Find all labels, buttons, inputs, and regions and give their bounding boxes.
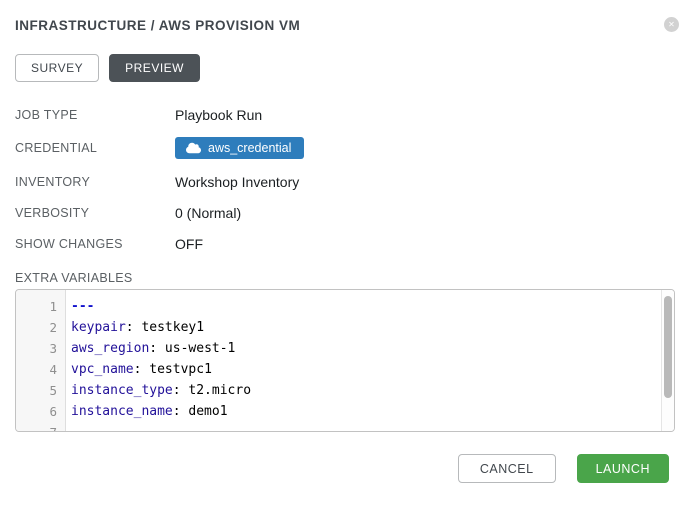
- tab-preview[interactable]: PREVIEW: [109, 54, 200, 82]
- code-line: keypair: testkey1: [71, 320, 205, 335]
- editor-scrollbar-track[interactable]: [661, 290, 674, 431]
- line-number: 2: [49, 320, 57, 335]
- detail-row-verbosity: VERBOSITY 0 (Normal): [15, 204, 679, 221]
- line-number: 4: [49, 362, 57, 377]
- detail-label: VERBOSITY: [15, 205, 90, 220]
- detail-value: OFF: [175, 235, 203, 252]
- editor-scrollbar-thumb[interactable]: [664, 296, 672, 398]
- extra-variables-label: EXTRA VARIABLES: [15, 271, 133, 285]
- line-number: 3: [49, 341, 57, 356]
- extra-variables-editor[interactable]: 1 2 3 4 5 6 7 --- keypair: testkey1 aws_region: …: [15, 289, 675, 432]
- detail-row-inventory: INVENTORY Workshop Inventory: [15, 173, 679, 190]
- cloud-icon: [186, 142, 201, 154]
- detail-label: INVENTORY: [15, 174, 91, 189]
- code-line: ---: [71, 299, 95, 314]
- cancel-button[interactable]: CANCEL: [457, 454, 556, 483]
- modal-footer: CANCEL LAUNCH: [15, 454, 679, 483]
- close-icon[interactable]: ✕: [664, 17, 679, 32]
- code-line: instance_type: t2.micro: [71, 383, 252, 398]
- line-number: 6: [49, 404, 57, 419]
- detail-row-show-changes: SHOW CHANGES OFF: [15, 235, 679, 252]
- editor-code-area[interactable]: --- keypair: testkey1 aws_region: us-west-…: [66, 290, 674, 431]
- detail-label: JOB TYPE: [15, 107, 78, 122]
- detail-value: Playbook Run: [175, 106, 263, 123]
- tab-survey[interactable]: SURVEY: [15, 54, 100, 82]
- credential-badge-label: aws_credential: [208, 141, 292, 155]
- editor-line-number-gutter: 1 2 3 4 5 6 7: [16, 290, 66, 431]
- code-line: instance_name: demo1: [71, 404, 228, 419]
- credential-badge[interactable]: aws_credential: [175, 137, 305, 159]
- detail-label: CREDENTIAL: [15, 141, 98, 155]
- detail-label: SHOW CHANGES: [15, 236, 123, 251]
- detail-row-credential: CREDENTIAL aws_credential: [15, 137, 679, 159]
- detail-value: Workshop Inventory: [175, 173, 300, 190]
- line-number: 7: [16, 422, 57, 431]
- detail-row-job-type: JOB TYPE Playbook Run: [15, 106, 679, 123]
- modal-title: INFRASTRUCTURE / AWS PROVISION VM: [15, 18, 301, 33]
- code-line: [71, 422, 674, 431]
- tab-bar: SURVEY PREVIEW: [15, 54, 679, 82]
- line-number: 5: [49, 383, 57, 398]
- line-number: 1: [49, 299, 57, 314]
- launch-button[interactable]: LAUNCH: [576, 454, 669, 483]
- code-line: vpc_name: testvpc1: [71, 362, 212, 377]
- detail-value: 0 (Normal): [175, 204, 242, 221]
- code-line: aws_region: us-west-1: [71, 341, 236, 356]
